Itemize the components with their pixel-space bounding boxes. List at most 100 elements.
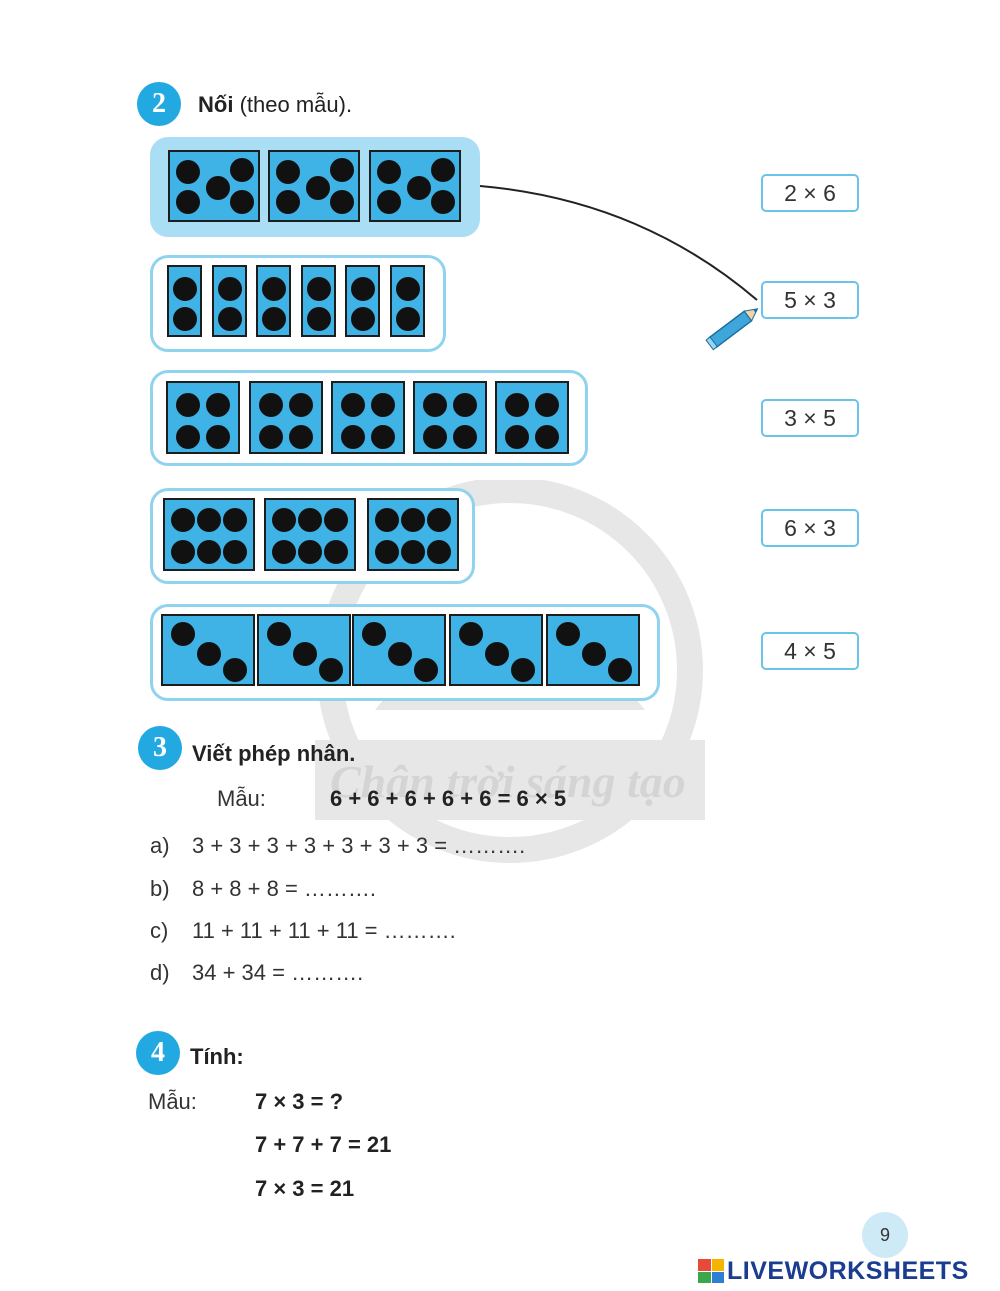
dot bbox=[341, 393, 365, 417]
dot bbox=[362, 622, 386, 646]
exercise-3-item-d-label: d) bbox=[150, 960, 170, 985]
dot bbox=[459, 622, 483, 646]
dot bbox=[197, 642, 221, 666]
dot bbox=[276, 160, 300, 184]
exercise-2-number: 2 bbox=[137, 82, 181, 126]
dot bbox=[330, 158, 354, 182]
dot bbox=[176, 393, 200, 417]
dot bbox=[259, 393, 283, 417]
liveworksheets-icon bbox=[698, 1259, 724, 1283]
six-dot-card bbox=[163, 498, 255, 571]
dot bbox=[197, 540, 221, 564]
exercise-3-item-d[interactable]: 34 + 34 = ………. bbox=[192, 960, 364, 985]
dot bbox=[259, 425, 283, 449]
dot bbox=[206, 176, 230, 200]
dot bbox=[289, 425, 313, 449]
dot bbox=[505, 393, 529, 417]
dot bbox=[375, 540, 399, 564]
two-dot-card bbox=[301, 265, 336, 337]
exercise-2-title: Nối (theo mẫu). bbox=[198, 92, 353, 117]
dot bbox=[453, 425, 477, 449]
dot bbox=[176, 160, 200, 184]
pencil-icon bbox=[705, 308, 759, 351]
answer-box-6x3[interactable]: 6 × 3 bbox=[761, 509, 859, 547]
exercise-3-example: 6 + 6 + 6 + 6 + 6 = 6 × 5 bbox=[330, 786, 567, 811]
dot bbox=[206, 425, 230, 449]
dot bbox=[206, 393, 230, 417]
dot bbox=[330, 190, 354, 214]
dot bbox=[272, 540, 296, 564]
dot bbox=[293, 642, 317, 666]
dot bbox=[535, 393, 559, 417]
exercise-4-line-2: 7 + 7 + 7 = 21 bbox=[255, 1132, 392, 1157]
dot bbox=[377, 190, 401, 214]
dot bbox=[197, 508, 221, 532]
exercise-3-item-b[interactable]: 8 + 8 + 8 = ………. bbox=[192, 876, 377, 901]
exercise-3-item-c[interactable]: 11 + 11 + 11 + 11 = ………. bbox=[192, 918, 456, 943]
liveworksheets-logo[interactable]: LIVEWORKSHEETS bbox=[698, 1256, 969, 1286]
two-dot-card bbox=[345, 265, 380, 337]
dot bbox=[298, 508, 322, 532]
four-dot-card bbox=[331, 381, 405, 454]
answer-box-4x5[interactable]: 4 × 5 bbox=[761, 632, 859, 670]
dot bbox=[351, 307, 375, 331]
dot bbox=[276, 190, 300, 214]
dot bbox=[371, 393, 395, 417]
exercise-4-example-label: Mẫu: bbox=[148, 1089, 197, 1114]
three-dot-card bbox=[257, 614, 351, 686]
answer-box-5x3[interactable]: 5 × 3 bbox=[761, 281, 859, 319]
three-dot-card bbox=[546, 614, 640, 686]
dot bbox=[230, 190, 254, 214]
exercise-3-item-a[interactable]: 3 + 3 + 3 + 3 + 3 + 3 + 3 = ………. bbox=[192, 833, 526, 858]
liveworksheets-text: LIVEWORKSHEETS bbox=[727, 1256, 969, 1285]
dot bbox=[223, 508, 247, 532]
exercise-3-title: Viết phép nhân. bbox=[192, 741, 356, 766]
dot bbox=[535, 425, 559, 449]
exercise-3-example-label: Mẫu: bbox=[217, 786, 266, 811]
five-dot-card bbox=[168, 150, 260, 222]
dot bbox=[171, 540, 195, 564]
dot bbox=[324, 508, 348, 532]
exercise-3-item-c-label: c) bbox=[150, 918, 169, 943]
dot bbox=[218, 277, 242, 301]
dot bbox=[427, 540, 451, 564]
dot bbox=[230, 158, 254, 182]
dot bbox=[272, 508, 296, 532]
dot bbox=[307, 307, 331, 331]
dot bbox=[289, 393, 313, 417]
answer-box-3x5[interactable]: 3 × 5 bbox=[761, 399, 859, 437]
dot bbox=[223, 658, 247, 682]
answer-box-2x6[interactable]: 2 × 6 bbox=[761, 174, 859, 212]
dot bbox=[306, 176, 330, 200]
exercise-3-number: 3 bbox=[138, 726, 182, 770]
dot bbox=[511, 658, 535, 682]
dot bbox=[453, 393, 477, 417]
dot bbox=[176, 190, 200, 214]
exercise-4-number: 4 bbox=[136, 1031, 180, 1075]
dot bbox=[485, 642, 509, 666]
dot bbox=[262, 277, 286, 301]
dot bbox=[173, 277, 197, 301]
watermark-text: Chân trời sáng tạo bbox=[330, 756, 686, 807]
dot bbox=[341, 425, 365, 449]
dot bbox=[505, 425, 529, 449]
exercise-4-title: Tính: bbox=[190, 1044, 244, 1069]
dot bbox=[414, 658, 438, 682]
two-dot-card bbox=[390, 265, 425, 337]
exercise-4-line-1: 7 × 3 = ? bbox=[255, 1089, 344, 1114]
four-dot-card bbox=[495, 381, 569, 454]
dot bbox=[173, 307, 197, 331]
dot bbox=[608, 658, 632, 682]
exercise-3-item-b-label: b) bbox=[150, 876, 170, 901]
six-dot-card bbox=[264, 498, 356, 571]
dot bbox=[351, 277, 375, 301]
dot bbox=[401, 508, 425, 532]
dot bbox=[388, 642, 412, 666]
two-dot-card bbox=[212, 265, 247, 337]
dot bbox=[401, 540, 425, 564]
dot bbox=[431, 158, 455, 182]
dot bbox=[223, 540, 247, 564]
dot bbox=[176, 425, 200, 449]
dot bbox=[423, 425, 447, 449]
two-dot-card bbox=[256, 265, 291, 337]
